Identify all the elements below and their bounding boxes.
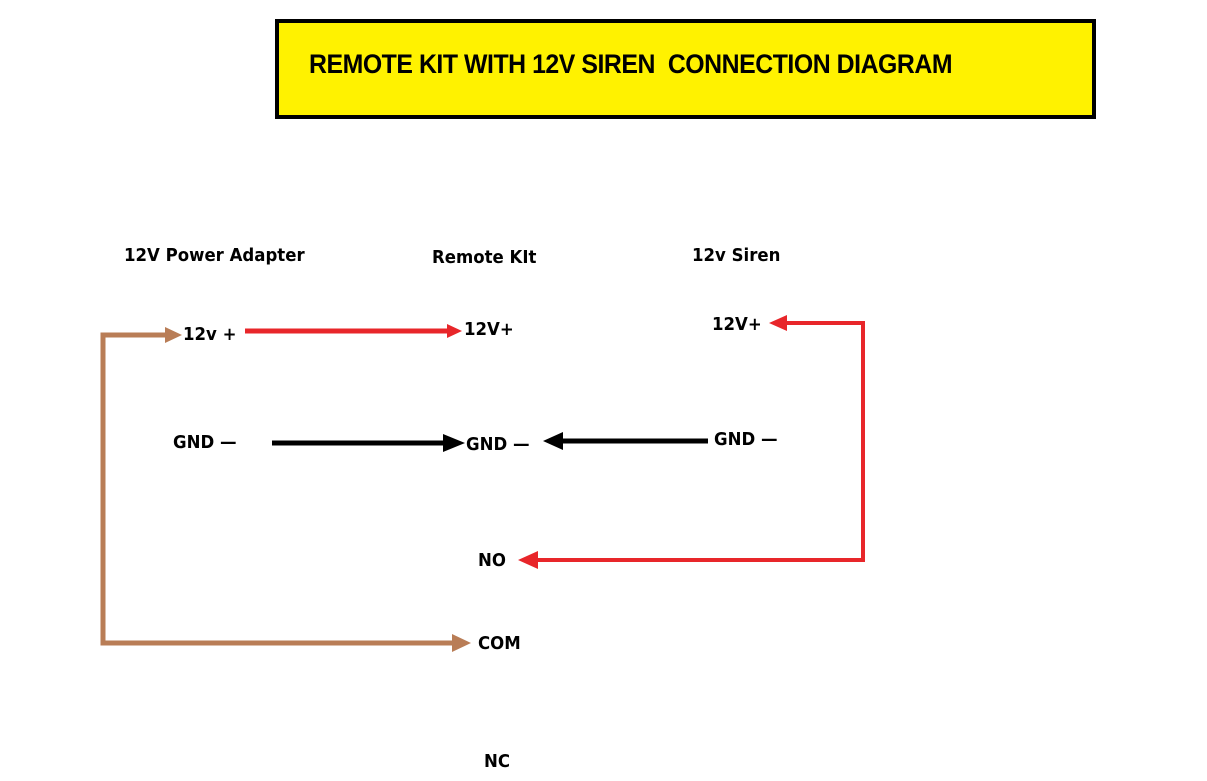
siren-ground-terminal: GND — bbox=[714, 429, 778, 450]
arrowhead-com bbox=[452, 634, 471, 652]
remote-kit-nc-terminal: NC bbox=[484, 751, 511, 772]
wire-positive-siren-to-no bbox=[535, 321, 865, 562]
arrowhead-adapter-positive bbox=[165, 327, 182, 343]
siren-heading: 12v Siren bbox=[692, 245, 781, 266]
remote-kit-no-terminal: NO bbox=[478, 550, 506, 571]
wire-common-adapter-to-com bbox=[100, 332, 452, 646]
remote-kit-heading: Remote KIt bbox=[432, 247, 537, 268]
arrowhead-no bbox=[518, 551, 538, 569]
remote-kit-positive-terminal: 12V+ bbox=[464, 319, 514, 340]
siren-positive-terminal: 12V+ bbox=[712, 314, 762, 335]
arrowhead-remote-positive bbox=[447, 324, 462, 338]
arrowhead-remote-ground-right bbox=[543, 432, 563, 450]
title-banner: REMOTE KIT WITH 12V SIREN CONNECTION DIA… bbox=[275, 19, 1096, 119]
adapter-positive-terminal: 12v + bbox=[183, 324, 237, 345]
arrowhead-remote-ground-left bbox=[443, 434, 465, 452]
adapter-ground-terminal: GND — bbox=[173, 432, 237, 453]
adapter-heading: 12V Power Adapter bbox=[124, 245, 305, 266]
remote-kit-ground-terminal: GND — bbox=[466, 434, 530, 455]
remote-kit-com-terminal: COM bbox=[478, 633, 521, 654]
arrowhead-siren-positive bbox=[769, 315, 787, 331]
diagram-title: REMOTE KIT WITH 12V SIREN CONNECTION DIA… bbox=[309, 49, 953, 79]
